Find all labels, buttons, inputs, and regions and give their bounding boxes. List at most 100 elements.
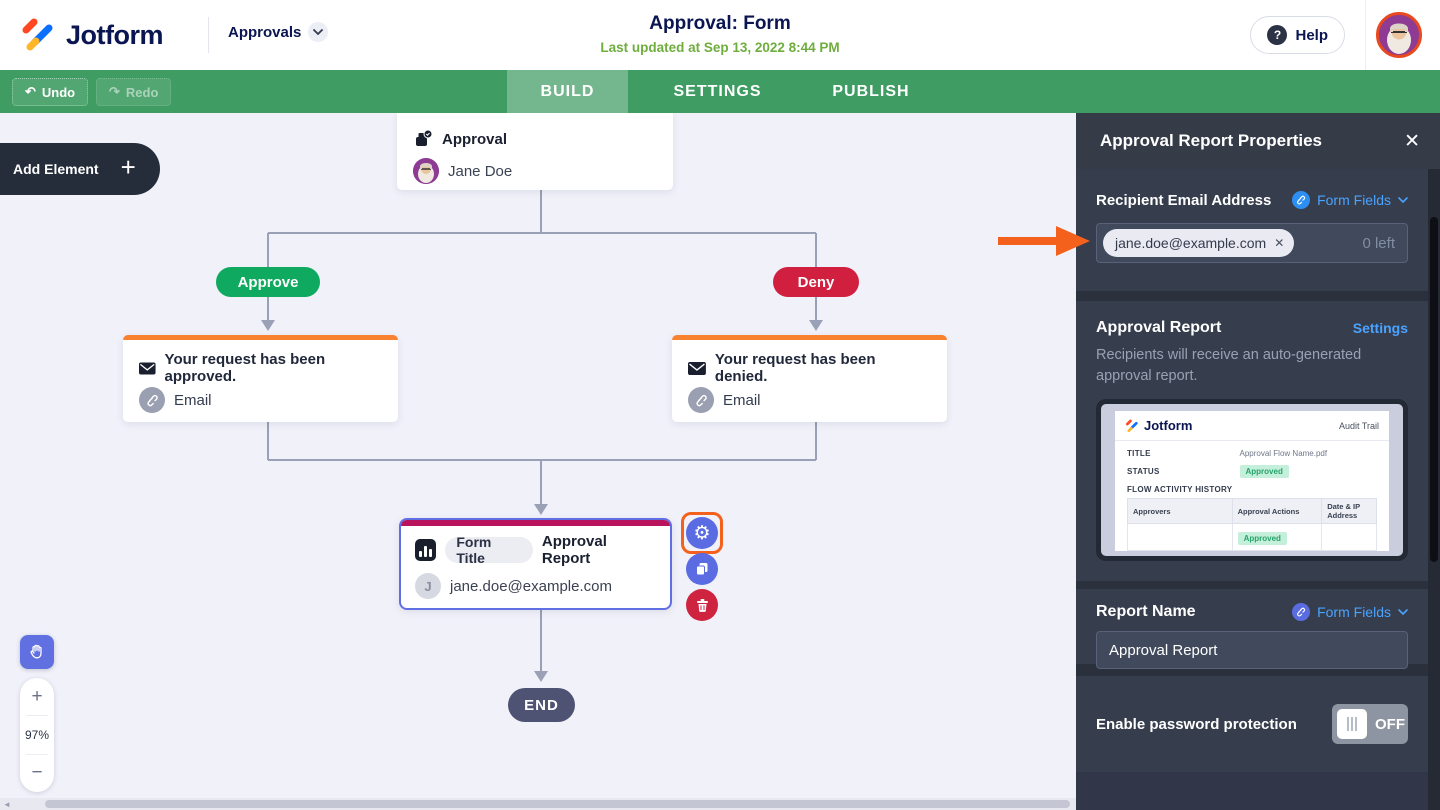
- form-fields-dropdown[interactable]: Form Fields: [1292, 191, 1408, 209]
- horizontal-scrollbar-thumb[interactable]: [45, 800, 1070, 808]
- recipient-initial-avatar: J: [415, 573, 441, 599]
- approval-node-title: Approval: [442, 130, 508, 148]
- approve-branch-badge[interactable]: Approve: [216, 267, 320, 297]
- user-avatar[interactable]: [1376, 12, 1422, 58]
- add-element-button[interactable]: Add Element +: [0, 143, 160, 195]
- node-duplicate-button[interactable]: [686, 553, 718, 585]
- table-row: Approved: [1127, 523, 1377, 552]
- password-protection-toggle[interactable]: OFF: [1332, 704, 1408, 744]
- denied-email-node[interactable]: Your request has been denied. Email: [672, 335, 947, 422]
- form-title-badge: Form Title: [445, 534, 533, 566]
- chip-email-text: jane.doe@example.com: [1115, 235, 1267, 251]
- preview-history-label: FLOW ACTIVITY HISTORY: [1127, 485, 1233, 495]
- header-divider: [208, 17, 209, 53]
- pan-tool-button[interactable]: [20, 635, 54, 669]
- form-fields-label: Form Fields: [1317, 192, 1391, 208]
- jotform-logo-mark: [1125, 419, 1138, 432]
- tab-build[interactable]: BUILD: [507, 70, 628, 113]
- link-icon: [1292, 603, 1311, 621]
- zoom-in-button[interactable]: +: [31, 685, 43, 707]
- password-protection-label: Enable password protection: [1096, 715, 1297, 733]
- horizontal-scrollbar[interactable]: ◄: [0, 798, 1076, 810]
- report-name-section: Report Name Form Fields: [1076, 589, 1428, 669]
- help-button[interactable]: ? Help: [1250, 16, 1345, 54]
- report-name-input[interactable]: [1096, 631, 1408, 669]
- approval-report-node[interactable]: Form Title Approval Report J jane.doe@ex…: [399, 518, 672, 610]
- toggle-knob-icon: [1337, 709, 1367, 739]
- approval-report-properties-panel: Approval Report Properties ✕ Recipient E…: [1076, 113, 1440, 810]
- tab-settings[interactable]: SETTINGS: [673, 83, 762, 100]
- tab-publish[interactable]: PUBLISH: [832, 83, 910, 100]
- report-recipient-email: jane.doe@example.com: [450, 577, 612, 595]
- approval-stamp-icon: [416, 129, 433, 146]
- toggle-state-label: OFF: [1375, 715, 1405, 733]
- report-settings-link[interactable]: Settings: [1352, 320, 1408, 336]
- report-preview[interactable]: Jotform Audit Trail TITLE Approval Flow …: [1096, 399, 1408, 562]
- chevron-down-icon: [1398, 609, 1408, 615]
- preview-col-date-ip: Date & IP Address: [1321, 498, 1377, 525]
- close-icon[interactable]: ✕: [1404, 130, 1420, 152]
- builder-tabs: BUILD SETTINGS PUBLISH: [507, 70, 935, 113]
- approval-node[interactable]: Approval Jane Doe: [397, 113, 673, 190]
- jotform-logo-mark: [22, 18, 53, 51]
- deny-branch-badge[interactable]: Deny: [773, 267, 859, 297]
- envelope-icon: [139, 362, 156, 374]
- redo-button[interactable]: ↷ Redo: [96, 78, 172, 106]
- node-settings-button[interactable]: ⚙: [681, 512, 723, 554]
- end-node: END: [508, 688, 575, 722]
- help-label: Help: [1295, 26, 1328, 44]
- app-header: Jotform Approvals Approval: Form Last up…: [0, 0, 1440, 70]
- scroll-left-arrow-icon[interactable]: ◄: [3, 800, 11, 809]
- trash-icon: [696, 599, 708, 612]
- zoom-level: 97%: [24, 727, 50, 742]
- report-chart-icon: [415, 539, 437, 561]
- approved-email-channel: Email: [174, 391, 212, 409]
- preview-row-badge: Approved: [1237, 532, 1287, 546]
- undo-button[interactable]: ↶ Undo: [12, 78, 89, 106]
- denied-email-channel: Email: [723, 391, 761, 409]
- report-name-label: Report Name: [1096, 603, 1196, 620]
- preview-col-actions: Approval Actions: [1231, 498, 1323, 525]
- preview-history-table: Approvers Approval Actions Date & IP Add…: [1127, 498, 1377, 552]
- preview-status-label: STATUS: [1127, 467, 1160, 477]
- recipient-email-label: Recipient Email Address: [1096, 191, 1272, 209]
- node-delete-button[interactable]: [686, 589, 718, 621]
- envelope-icon: [688, 361, 706, 375]
- plus-icon: +: [120, 152, 136, 182]
- zoom-controls: + 97% −: [20, 678, 54, 792]
- header-divider: [1365, 0, 1366, 70]
- last-updated-text: Last updated at Sep 13, 2022 8:44 PM: [600, 40, 840, 55]
- report-preview-page: Jotform Audit Trail TITLE Approval Flow …: [1115, 411, 1389, 552]
- approval-report-section: Approval Report Settings Recipients will…: [1076, 301, 1428, 581]
- approved-email-message: Your request has been approved.: [164, 351, 326, 385]
- panel-footer-spacer: [1076, 772, 1428, 810]
- undo-icon: ↶: [25, 84, 36, 99]
- preview-col-approvers: Approvers: [1127, 498, 1233, 525]
- report-description: Recipients will receive an auto-generate…: [1096, 347, 1362, 385]
- form-fields-label: Form Fields: [1317, 604, 1391, 620]
- form-fields-dropdown[interactable]: Form Fields: [1292, 603, 1408, 621]
- jotform-logo[interactable]: Jotform: [20, 17, 164, 53]
- denied-email-message: Your request has been denied.: [714, 351, 876, 385]
- chevron-down-icon: [1398, 197, 1408, 203]
- preview-brand: Jotform: [1144, 418, 1193, 434]
- build-toolbar: ↶ Undo ↷ Redo BUILD SETTINGS PUBLISH: [0, 70, 1440, 113]
- gear-icon: ⚙: [693, 521, 711, 544]
- panel-title: Approval Report Properties: [1100, 131, 1322, 150]
- annotation-arrow-icon: [998, 226, 1090, 256]
- approvals-dropdown-label: Approvals: [228, 23, 302, 41]
- approvals-dropdown[interactable]: Approvals: [228, 22, 329, 42]
- preview-title-value: Approval Flow Name.pdf: [1239, 449, 1328, 459]
- remove-chip-icon[interactable]: ✕: [1274, 236, 1285, 250]
- chevron-down-icon: [308, 22, 329, 42]
- recipient-email-input[interactable]: jane.doe@example.com ✕ 0 left: [1096, 223, 1408, 263]
- approval-report-label: Approval Report: [1096, 319, 1222, 336]
- recipients-remaining: 0 left: [1362, 234, 1395, 252]
- jotform-wordmark: Jotform: [66, 19, 164, 50]
- panel-scrollbar-thumb[interactable]: [1430, 217, 1438, 562]
- approved-email-node[interactable]: Your request has been approved. Email: [123, 335, 398, 422]
- panel-scrollbar[interactable]: [1428, 169, 1440, 810]
- recipient-email-section: Recipient Email Address Form Fields jane…: [1076, 169, 1428, 291]
- zoom-out-button[interactable]: −: [31, 762, 43, 784]
